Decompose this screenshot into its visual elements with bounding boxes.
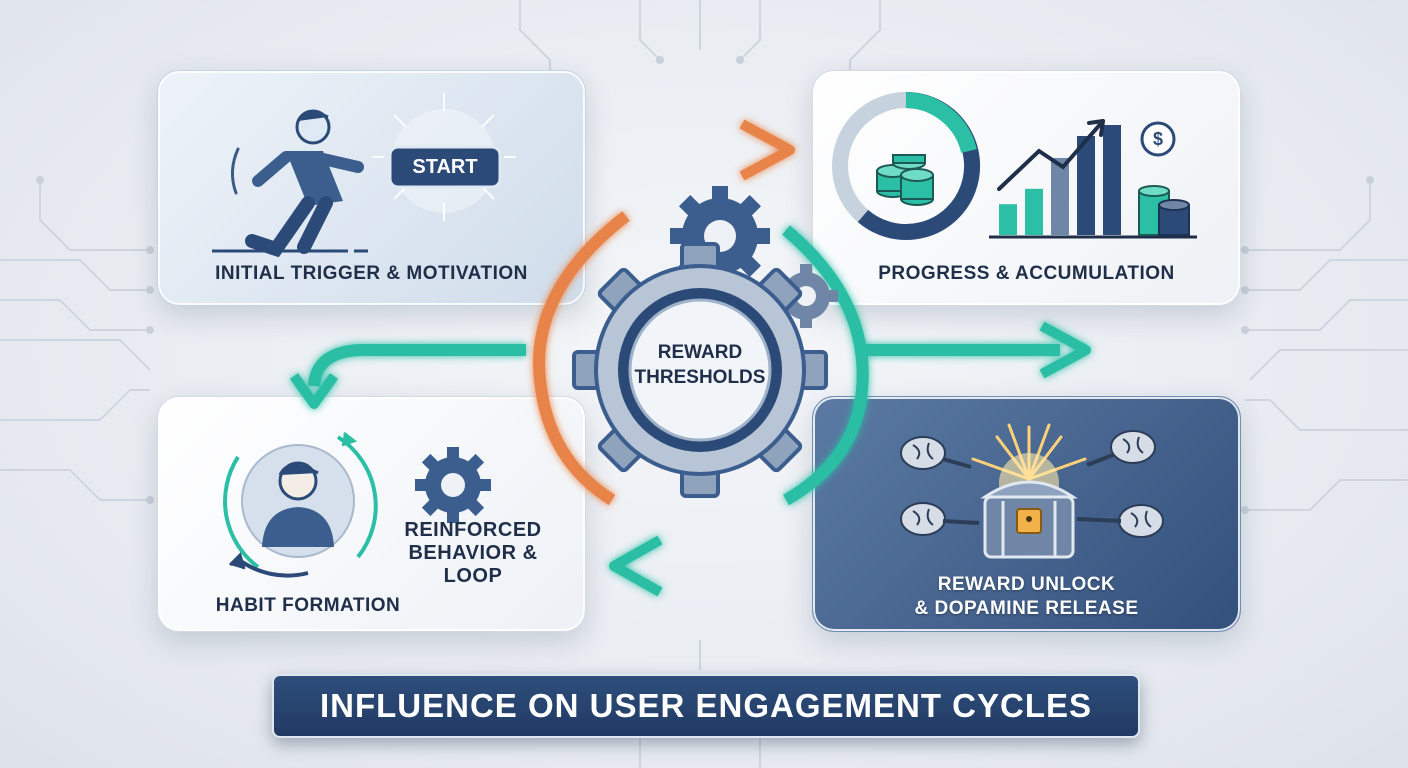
brain-icon xyxy=(900,502,980,536)
loop-person-icon xyxy=(223,431,491,578)
brain-icon xyxy=(900,436,972,470)
central-gear-icon xyxy=(572,242,828,498)
reinforced-line2: BEHAVIOR & LOOP xyxy=(408,542,538,587)
arrow-center-to-habit xyxy=(308,344,526,387)
reinforced-behavior-text: REINFORCED BEHAVIOR & LOOP xyxy=(378,519,568,588)
page-title: INFLUENCE ON USER ENGAGEMENT CYCLES xyxy=(319,687,1093,724)
coin-stack-icon xyxy=(876,154,934,206)
card-habit-formation: REINFORCED BEHAVIOR & LOOP HABIT FORMATI… xyxy=(157,396,586,632)
dollar-symbol: $ xyxy=(1152,128,1163,149)
coin-stack-icon xyxy=(1138,185,1190,236)
card-reward-label: REWARD UNLOCK & DOPAMINE RELEASE xyxy=(813,573,1240,621)
gear-icon xyxy=(415,447,491,523)
start-button-label: START xyxy=(412,155,478,178)
title-banner: INFLUENCE ON USER ENGAGEMENT CYCLES xyxy=(272,674,1140,738)
orange-arc xyxy=(533,211,630,506)
brain-icon xyxy=(1076,504,1164,538)
start-button[interactable]: START xyxy=(390,147,500,187)
central-gear-label: REWARD THRESHOLDS xyxy=(620,340,780,390)
card-progress-label: PROGRESS & ACCUMULATION xyxy=(878,263,1175,284)
dollar-coin-icon xyxy=(1140,121,1176,157)
brain-icon xyxy=(1086,430,1156,467)
growth-bar xyxy=(999,204,1017,235)
growth-bar xyxy=(1025,188,1043,235)
card-progress: $ PROGRESS & ACCUMULATION xyxy=(812,70,1241,306)
running-person-icon xyxy=(212,93,516,258)
teal-arc xyxy=(782,225,869,506)
treasure-chest-icon xyxy=(900,423,1164,559)
reward-label-line2: & DOPAMINE RELEASE xyxy=(914,598,1139,619)
reward-label-line1: REWARD UNLOCK xyxy=(937,574,1116,595)
central-gear-line1: REWARD xyxy=(657,342,743,363)
card-reward-unlock: REWARD UNLOCK & DOPAMINE RELEASE xyxy=(812,396,1241,632)
card-habit-label: HABIT FORMATION xyxy=(215,595,401,616)
central-gear-line2: THRESHOLDS xyxy=(634,367,766,388)
card-initial-trigger: START INITIAL TRIGGER & MOTIVATION xyxy=(157,70,586,306)
growth-bar xyxy=(1103,125,1121,235)
card-initial-trigger-label: INITIAL TRIGGER & MOTIVATION xyxy=(215,263,528,284)
progress-donut-icon xyxy=(832,92,1197,240)
growth-bar-chart xyxy=(999,125,1121,235)
growth-bar xyxy=(1077,136,1095,235)
growth-bar xyxy=(1051,158,1069,235)
reinforced-line1: REINFORCED xyxy=(404,519,542,541)
